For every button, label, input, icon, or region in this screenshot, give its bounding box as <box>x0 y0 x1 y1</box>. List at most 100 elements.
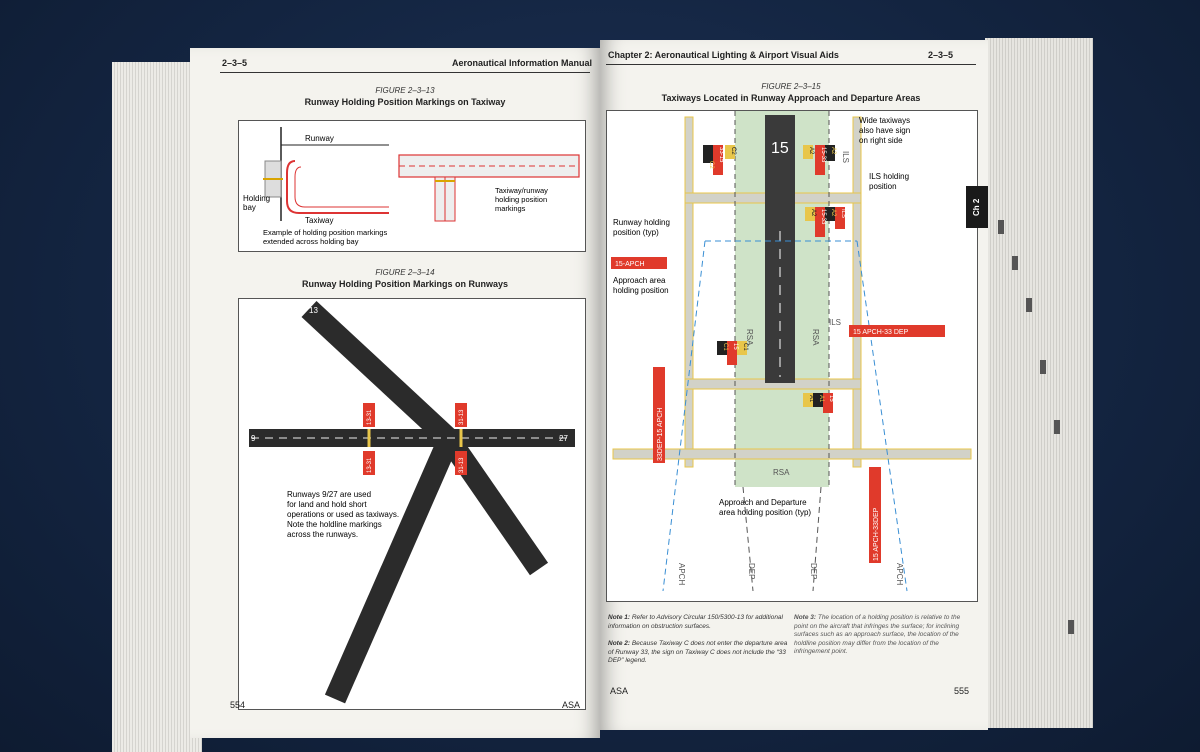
callout-aahp-2: holding position <box>613 286 669 295</box>
sign-a1-15 <box>823 393 833 413</box>
sign-15-apch <box>611 257 667 269</box>
sign-c2-text: C2 <box>708 161 714 169</box>
fig1-caption-2: extended across holding bay <box>263 237 359 246</box>
sign-a2-a-text: A2 <box>808 147 814 155</box>
callout-wide-1: Wide taxiways <box>859 116 910 125</box>
fig1-taxi-edge-red <box>286 160 389 214</box>
fig2-sign-3 <box>455 403 467 427</box>
dep-label-right: DEP <box>809 563 818 579</box>
fig2-runway-diag2 <box>324 434 460 704</box>
tab-mark-3 <box>1026 298 1032 312</box>
taxiway-right-vertical <box>852 116 862 468</box>
figure-2-3-15-diagram: 15 RSA RSA RSA ILS ILS APCH APCH DEP DEP <box>611 111 972 592</box>
fig2-text-line-3: operations or used as taxiways. <box>287 510 399 519</box>
sign-c2-b-text: C2 <box>730 147 736 155</box>
sign-15-apch-text: 15-APCH <box>615 261 645 268</box>
note-2-text: Because Taxiway C does not enter the dep… <box>608 640 788 664</box>
fig2-sign-4 <box>455 451 467 475</box>
ils-label-2: ILS <box>841 151 850 163</box>
left-header-section: 2–3–5 <box>222 58 248 68</box>
sign-ils-text: ILS <box>840 209 846 218</box>
sign-15-33-text: 15-33 <box>820 147 826 163</box>
sign-33-15-text: 33-15 <box>718 147 724 163</box>
apch-line-right <box>856 240 908 592</box>
sign-c1 <box>717 341 727 355</box>
sign-ils <box>835 207 845 229</box>
sign-15apch-33dep-b <box>869 467 881 563</box>
figure-2-3-14-diagram: 13 9 27 31 13-31 13-31 31-13 31-13 Runwa… <box>249 300 575 704</box>
figure-2-3-13-diagram: Runway Holding bay Taxiway Example of ho… <box>243 127 580 246</box>
sign-a1-b-text: A1 <box>808 395 814 403</box>
fig1-label-taxiway: Taxiway <box>305 216 333 225</box>
chapter-tab: Ch 2 <box>966 186 988 228</box>
callout-ils-2: position <box>869 182 897 191</box>
fig1-tr-1: Taxiway/runway <box>495 186 548 195</box>
left-page-number: 554 <box>230 700 246 710</box>
sign-c1-15-text: 15 <box>732 343 738 350</box>
sign-15-33-b <box>815 207 825 237</box>
apch-line-left <box>662 240 706 592</box>
tab-mark-5 <box>1054 420 1060 434</box>
sign-c1-b-text: C1 <box>742 343 748 351</box>
sign-a1 <box>813 393 823 407</box>
taxiway-bottom <box>612 448 972 460</box>
apch-label-left: APCH <box>677 563 686 585</box>
fig1-tr-2: holding position <box>495 195 547 204</box>
fig2-sign-2-text: 13-31 <box>367 457 373 473</box>
apch-label-right: APCH <box>895 563 904 585</box>
rsa-bottom <box>735 467 829 487</box>
ils-label-1: ILS <box>829 318 841 327</box>
fig1-label-bay: bay <box>243 203 256 212</box>
fig2-text-line-4: Note the holdline markings <box>287 520 382 529</box>
fig1-label-holding: Holding <box>243 194 270 203</box>
fig2-text-line-2: for land and hold short <box>287 500 367 509</box>
sign-15apch-33dep <box>849 325 945 337</box>
sign-15-33 <box>815 145 825 175</box>
sign-c1-text: C1 <box>722 343 728 351</box>
sign-33dep-15apch-text: 33DEP-15 APCH <box>657 408 664 461</box>
rsa-label-1: RSA <box>745 329 754 346</box>
callout-aad-2: area holding position (typ) <box>719 508 811 517</box>
callout-aad-1: Approach and Departure <box>719 498 807 507</box>
sign-a2-c <box>825 145 835 161</box>
sign-15apch-33dep-b-text: 15 APCH-33DEP <box>873 507 880 561</box>
figure-2-3-13-box: Runway Holding bay Taxiway Example of ho… <box>238 120 586 252</box>
sign-15apch-33dep-text: 15 APCH-33 DEP <box>853 329 909 336</box>
rsa-label-bottom: RSA <box>773 468 790 477</box>
callout-rhp-2: position (typ) <box>613 228 659 237</box>
callout-wide-2: also have sign <box>859 126 910 135</box>
tab-mark-6 <box>1068 620 1074 634</box>
sign-a1-text: A1 <box>818 395 824 403</box>
note-3: Note 3: The location of a holding positi… <box>794 614 974 657</box>
note-1-text: Refer to Advisory Circular 150/5300-13 f… <box>608 614 783 630</box>
fig2-runway-13-31-upper <box>301 300 457 448</box>
fig1-tr-3: markings <box>495 204 526 213</box>
right-header-title: Chapter 2: Aeronautical Lighting & Airpo… <box>608 50 839 60</box>
fig2-label-9: 9 <box>251 434 256 443</box>
fig2-sign-4-text: 31-13 <box>459 457 465 473</box>
sign-c1-15 <box>727 341 737 365</box>
fig1-caption-1: Example of holding position markings <box>263 228 387 237</box>
fig2-sign-1-text: 13-31 <box>367 409 373 425</box>
left-page: 2–3–5 Aeronautical Information Manual FI… <box>190 48 600 738</box>
right-header-section: 2–3–5 <box>928 50 954 60</box>
sign-a1-15-text: 15 <box>828 395 834 402</box>
right-header-rule <box>606 64 976 65</box>
left-page-stack <box>112 62 202 752</box>
sign-a2-a <box>803 145 813 159</box>
right-page-stack <box>985 38 1093 728</box>
dep-line-right <box>812 486 822 592</box>
rsa-label-2: RSA <box>811 329 820 346</box>
figure-2-3-14-title: Runway Holding Position Markings on Runw… <box>301 279 508 289</box>
right-footer-publisher: ASA <box>610 686 629 696</box>
runway-number-15: 15 <box>771 140 789 157</box>
figure-2-3-15-title: Taxiways Located in Runway Approach and … <box>661 93 921 103</box>
sign-a2-f <box>825 207 835 221</box>
tab-mark-4 <box>1040 360 1046 374</box>
callout-ils-1: ILS holding <box>869 172 909 181</box>
right-page-number: 555 <box>954 686 970 696</box>
note-2-label: Note 2: <box>608 640 631 647</box>
dep-label-left: DEP <box>747 563 756 579</box>
fig2-text-line-1: Runways 9/27 are used <box>287 490 371 499</box>
sign-15-33-b-text: 15-33 <box>820 209 826 225</box>
